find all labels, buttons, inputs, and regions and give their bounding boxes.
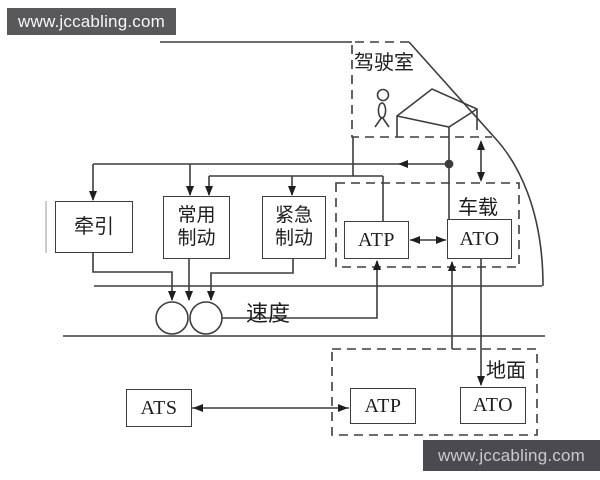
traction-box: 牵引: [55, 201, 133, 253]
dashed-regions: [331, 41, 538, 436]
onboard-ato-label: ATO: [459, 227, 500, 250]
speed-label: 速度: [246, 301, 291, 326]
watermark-top-text: www.jccabling.com: [17, 11, 165, 31]
driver-figure-icon: [374, 88, 390, 128]
ground-ato-label: ATO: [472, 394, 514, 416]
ats-box: ATS: [126, 389, 192, 427]
emergency-brake-label: 紧急 制动: [274, 204, 313, 249]
train-nose-curve: [408, 41, 544, 287]
watermark-bottom: www.jccabling.com: [423, 440, 600, 471]
traction-label: 牵引: [74, 216, 114, 238]
brake-traction-to-wheels: [92, 253, 294, 300]
console-icon: [396, 88, 478, 137]
service-brake-label: 常用 制动: [177, 204, 216, 249]
ground-atp-label: ATP: [364, 394, 402, 417]
onboard-atp-label: ATP: [357, 228, 396, 251]
emergency-brake-box: 紧急 制动: [262, 196, 326, 259]
console-command-line: [92, 163, 449, 200]
ground-atp-box: ATP: [350, 388, 416, 424]
cab-region-label: 驾驶室: [354, 52, 414, 74]
ground-region-label: 地面: [486, 360, 526, 382]
train-outline: [45, 41, 545, 337]
ground-dashed-region: [331, 348, 538, 436]
speed-feedback-line: [222, 261, 378, 319]
watermark-top: www.jccabling.com: [7, 8, 176, 35]
ground-ato-box: ATO: [460, 387, 526, 424]
onboard-region-label: 车载: [458, 197, 498, 219]
onboard-atp-box: ATP: [344, 221, 409, 259]
watermark-bottom-text: www.jccabling.com: [437, 445, 585, 465]
service-brake-box: 常用 制动: [163, 196, 230, 259]
arrowhead-icon: [89, 140, 485, 412]
onboard-dashed-region: [335, 182, 520, 268]
ats-label: ATS: [140, 396, 178, 419]
onboard-ato-box: ATO: [447, 219, 512, 259]
wheel-icon: [155, 301, 223, 335]
